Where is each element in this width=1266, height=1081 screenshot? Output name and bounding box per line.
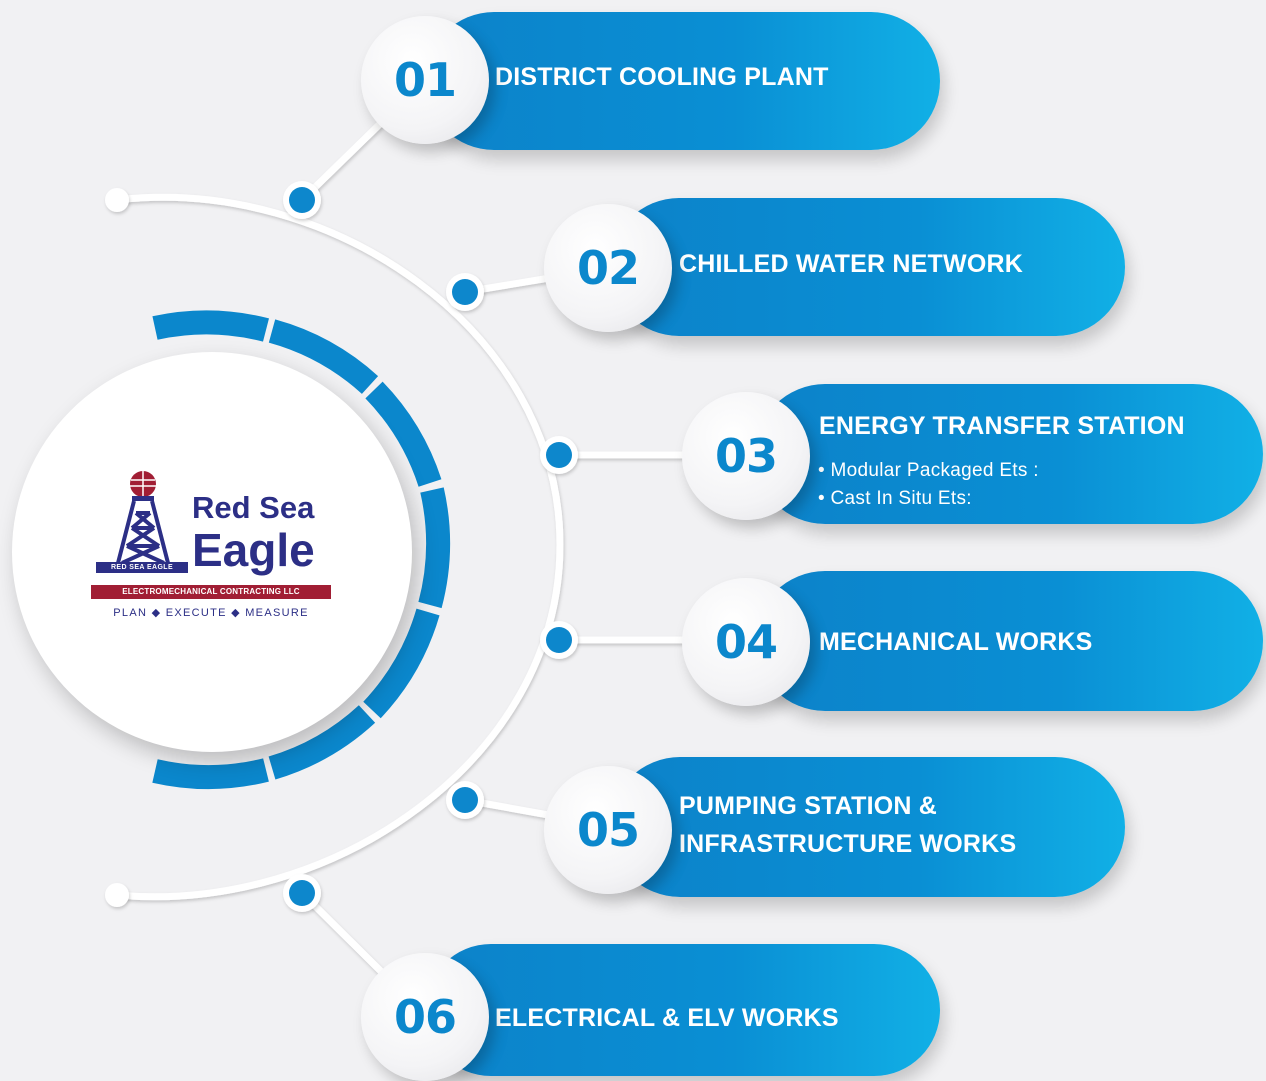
service-pill-06: ELECTRICAL & ELV WORKS [425,944,940,1076]
ring-segment [365,381,442,487]
service-title: ELECTRICAL & ELV WORKS [495,1004,839,1032]
service-detail: • Cast In Situ Ets: [818,488,972,509]
ring-segment [363,608,440,719]
service-pill-05: PUMPING STATION & INFRASTRUCTURE WORKS [610,757,1125,897]
logo-circle [12,352,412,752]
node-dot [540,621,578,659]
number-label: 06 [393,990,457,1044]
ring-segment [268,319,379,395]
service-pill-03: ENERGY TRANSFER STATION • Modular Packag… [755,384,1263,524]
service-title: CHILLED WATER NETWORK [679,250,1023,278]
service-pill-01: DISTRICT COOLING PLANT [425,12,940,150]
service-detail: • Modular Packaged Ets : [818,460,1039,481]
service-number-02: 02 [544,204,672,332]
logo-name-line1: Red Sea [192,490,315,525]
number-label: 02 [576,241,640,295]
logo-name-line2: Eagle [192,524,315,576]
ring-segment [152,758,269,789]
service-title: MECHANICAL WORKS [819,628,1093,656]
service-pill-04: MECHANICAL WORKS [755,571,1263,711]
service-number-06: 06 [361,953,489,1081]
node-dot [446,273,484,311]
service-pill-02: CHILLED WATER NETWORK [610,198,1125,336]
tower-logo-icon [116,471,170,565]
number-label: 03 [714,429,778,483]
ring-segment [418,487,451,609]
service-number-03: 03 [682,392,810,520]
ring-segment [268,705,376,780]
service-title: PUMPING STATION & [679,792,938,820]
arc-end-dot [105,188,129,212]
main-arc [113,193,564,901]
node-dot [283,181,321,219]
number-label: 04 [714,615,778,669]
service-number-05: 05 [544,766,672,894]
logo-ring [152,310,451,789]
node-dot [540,436,578,474]
number-label: 05 [576,803,640,857]
logo-badge: RED SEA EAGLE [96,562,188,573]
logo-company: ELECTROMECHANICAL CONTRACTING LLC [91,585,331,599]
number-label: 01 [393,53,457,107]
node-dot [446,781,484,819]
service-title: DISTRICT COOLING PLANT [495,63,829,91]
node-dot [283,874,321,912]
ring-segment [152,310,269,342]
service-number-01: 01 [361,16,489,144]
service-title: INFRASTRUCTURE WORKS [679,830,1017,858]
logo-tagline: PLAN ◆ EXECUTE ◆ MEASURE [113,607,309,619]
service-title: ENERGY TRANSFER STATION [819,412,1185,440]
service-number-04: 04 [682,578,810,706]
arc-end-dot [105,883,129,907]
